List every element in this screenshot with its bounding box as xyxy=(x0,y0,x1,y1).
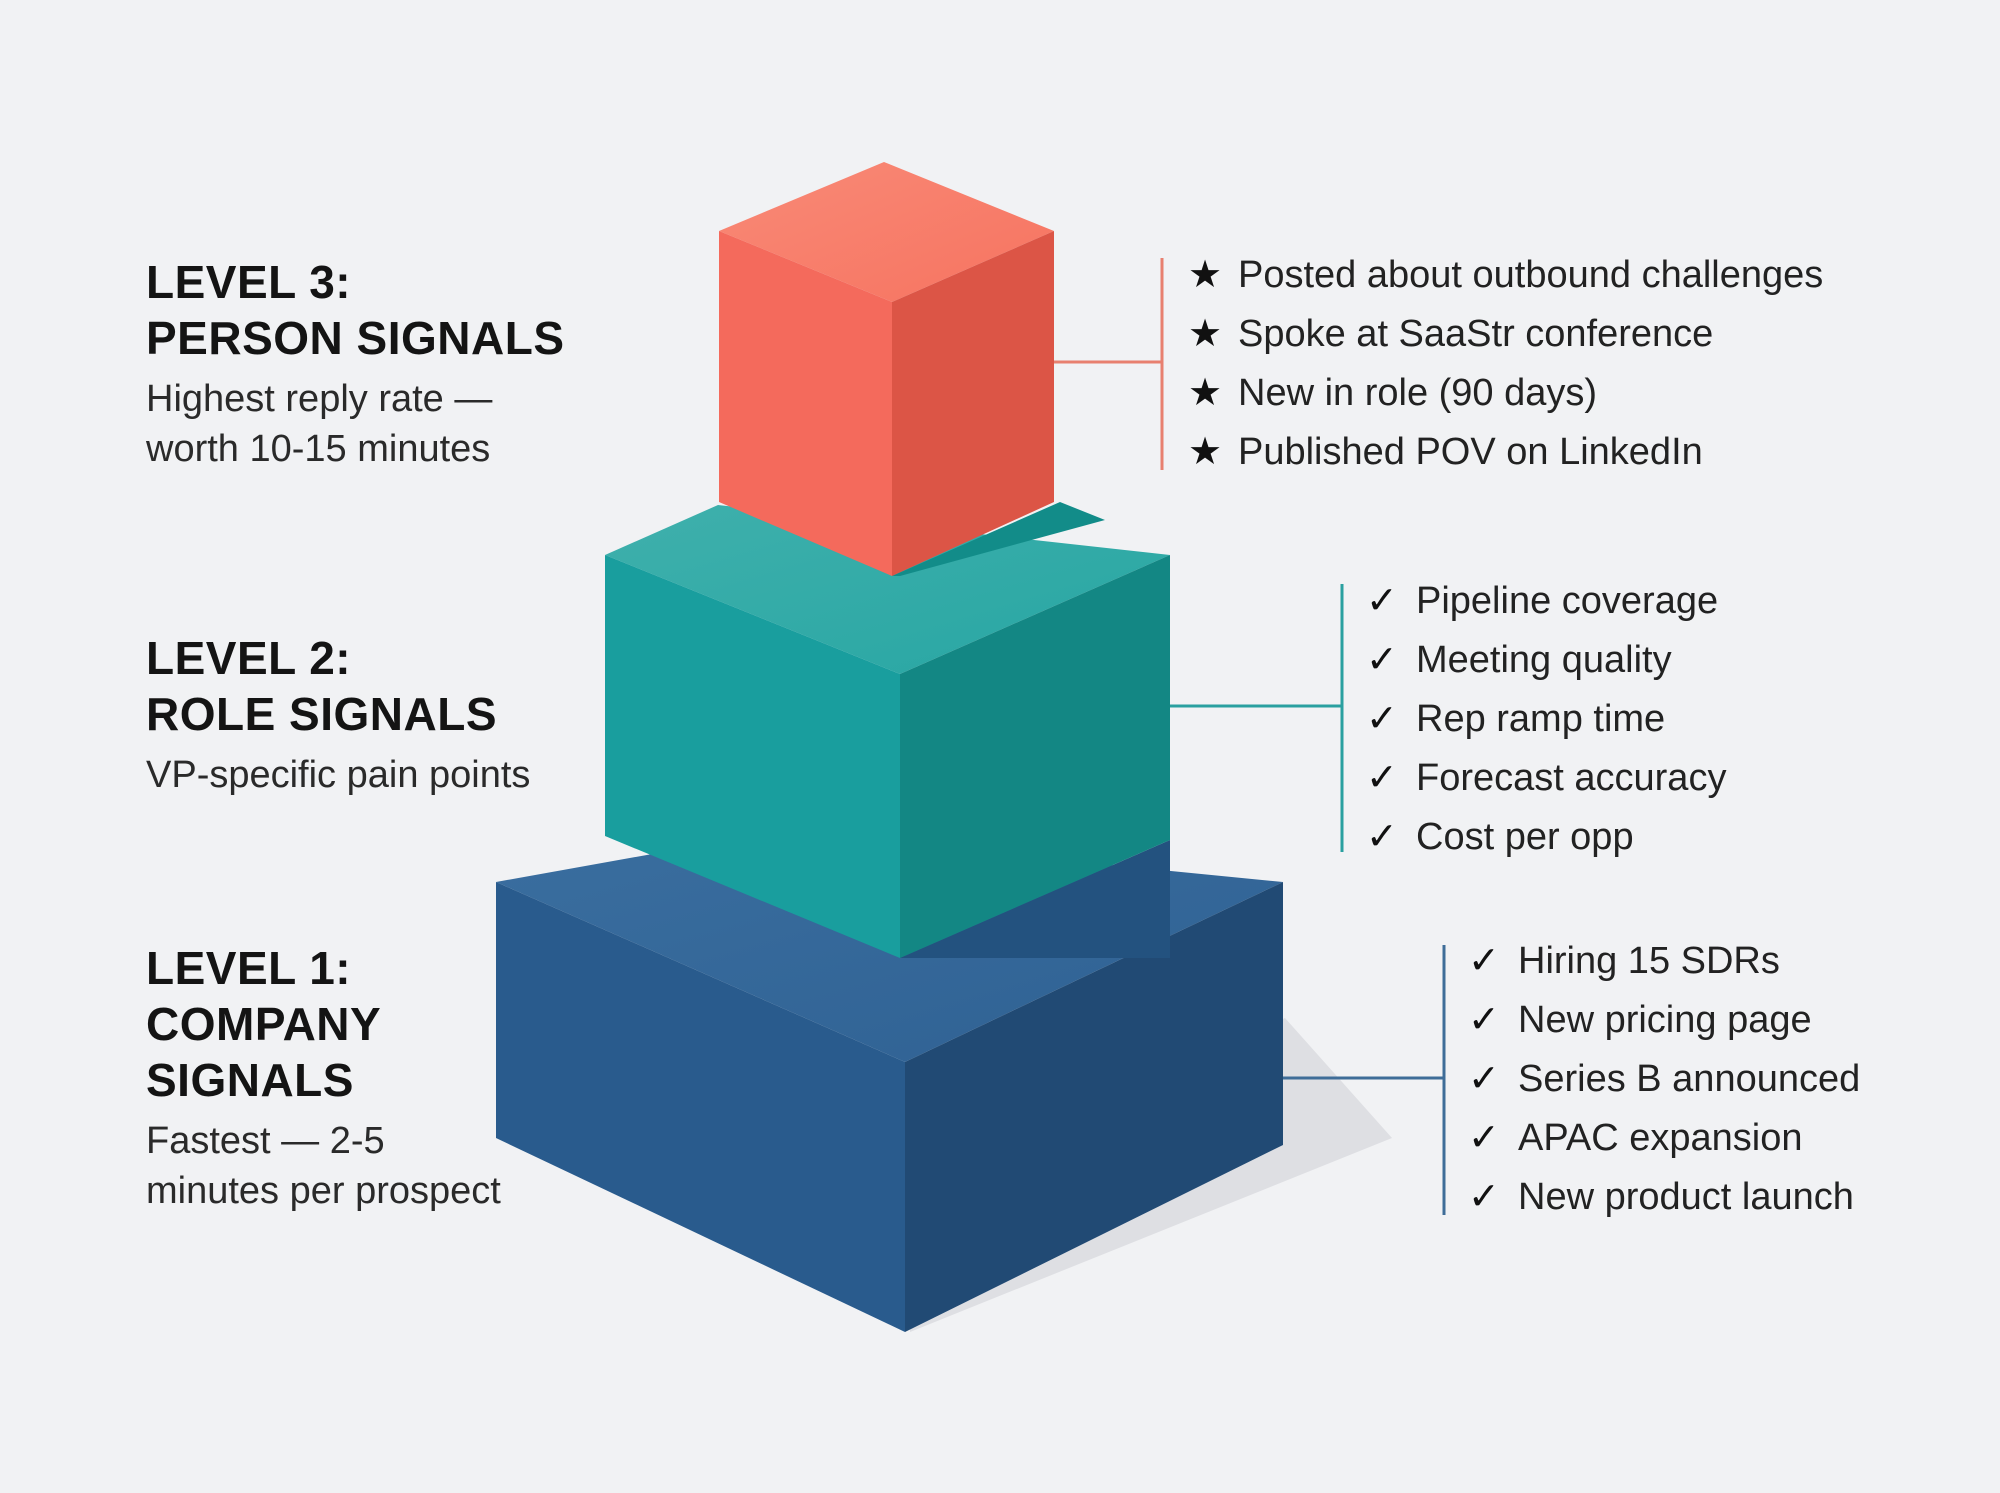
company-signal-list: ✓Hiring 15 SDRs ✓New pricing page ✓Serie… xyxy=(1468,932,1860,1227)
list-item: ★Published POV on LinkedIn xyxy=(1188,423,1823,482)
list-item: ✓New pricing page xyxy=(1468,991,1860,1050)
checkmark-icon: ✓ xyxy=(1366,639,1398,681)
company-block-left xyxy=(496,882,905,1332)
checkmark-icon: ✓ xyxy=(1468,1176,1500,1218)
checkmark-icon: ✓ xyxy=(1468,1058,1500,1100)
list-item: ✓Cost per opp xyxy=(1366,808,1726,867)
level-3-title: LEVEL 3: PERSON SIGNALS xyxy=(146,256,565,364)
level-1-description: Fastest — 2-5 minutes per prospect xyxy=(146,1120,501,1212)
checkmark-icon: ✓ xyxy=(1366,816,1398,858)
checkmark-icon: ✓ xyxy=(1468,940,1500,982)
company-connector xyxy=(1283,945,1446,1215)
list-item: ✓Rep ramp time xyxy=(1366,690,1726,749)
person-block-shadow xyxy=(892,502,1105,576)
level-2-description: VP-specific pain points xyxy=(146,754,531,796)
person-signal-list: ★Posted about outbound challenges ★Spoke… xyxy=(1188,246,1823,482)
checkmark-icon: ✓ xyxy=(1468,1117,1500,1159)
list-item: ★Spoke at SaaStr conference xyxy=(1188,305,1823,364)
role-connector xyxy=(1170,584,1344,852)
list-item: ✓Series B announced xyxy=(1468,1050,1860,1109)
list-item: ✓APAC expansion xyxy=(1468,1109,1860,1168)
company-block-right xyxy=(905,882,1283,1332)
star-icon: ★ xyxy=(1188,431,1223,473)
role-signal-list: ✓Pipeline coverage ✓Meeting quality ✓Rep… xyxy=(1366,572,1726,867)
checkmark-icon: ✓ xyxy=(1366,580,1398,622)
person-block-top xyxy=(719,162,1054,302)
person-block-left xyxy=(719,231,892,576)
list-item: ✓Meeting quality xyxy=(1366,631,1726,690)
list-item: ✓Pipeline coverage xyxy=(1366,572,1726,631)
role-block-top xyxy=(605,505,1170,674)
role-block-left xyxy=(605,555,900,958)
list-item: ✓Hiring 15 SDRs xyxy=(1468,932,1860,991)
list-item: ✓New product launch xyxy=(1468,1168,1860,1227)
checkmark-icon: ✓ xyxy=(1366,757,1398,799)
level-2-label: LEVEL 2: ROLE SIGNALS VP-specific pain p… xyxy=(146,630,530,800)
level-2-title: LEVEL 2: ROLE SIGNALS xyxy=(146,632,498,740)
level-1-label: LEVEL 1: COMPANY SIGNALS Fastest — 2-5 m… xyxy=(146,940,501,1216)
star-icon: ★ xyxy=(1188,254,1223,296)
person-block xyxy=(719,162,1105,576)
list-item: ★New in role (90 days) xyxy=(1188,364,1823,423)
level-3-description: Highest reply rate — worth 10-15 minutes xyxy=(146,378,493,470)
level-1-title: LEVEL 1: COMPANY SIGNALS xyxy=(146,942,382,1106)
person-connector xyxy=(1054,258,1164,470)
list-item: ✓Forecast accuracy xyxy=(1366,749,1726,808)
role-block-right xyxy=(900,555,1170,958)
list-item: ★Posted about outbound challenges xyxy=(1188,246,1823,305)
star-icon: ★ xyxy=(1188,372,1223,414)
checkmark-icon: ✓ xyxy=(1468,999,1500,1041)
level-3-label: LEVEL 3: PERSON SIGNALS Highest reply ra… xyxy=(146,254,565,474)
role-block xyxy=(605,505,1170,958)
checkmark-icon: ✓ xyxy=(1366,698,1398,740)
star-icon: ★ xyxy=(1188,313,1223,355)
person-block-right xyxy=(892,231,1054,576)
